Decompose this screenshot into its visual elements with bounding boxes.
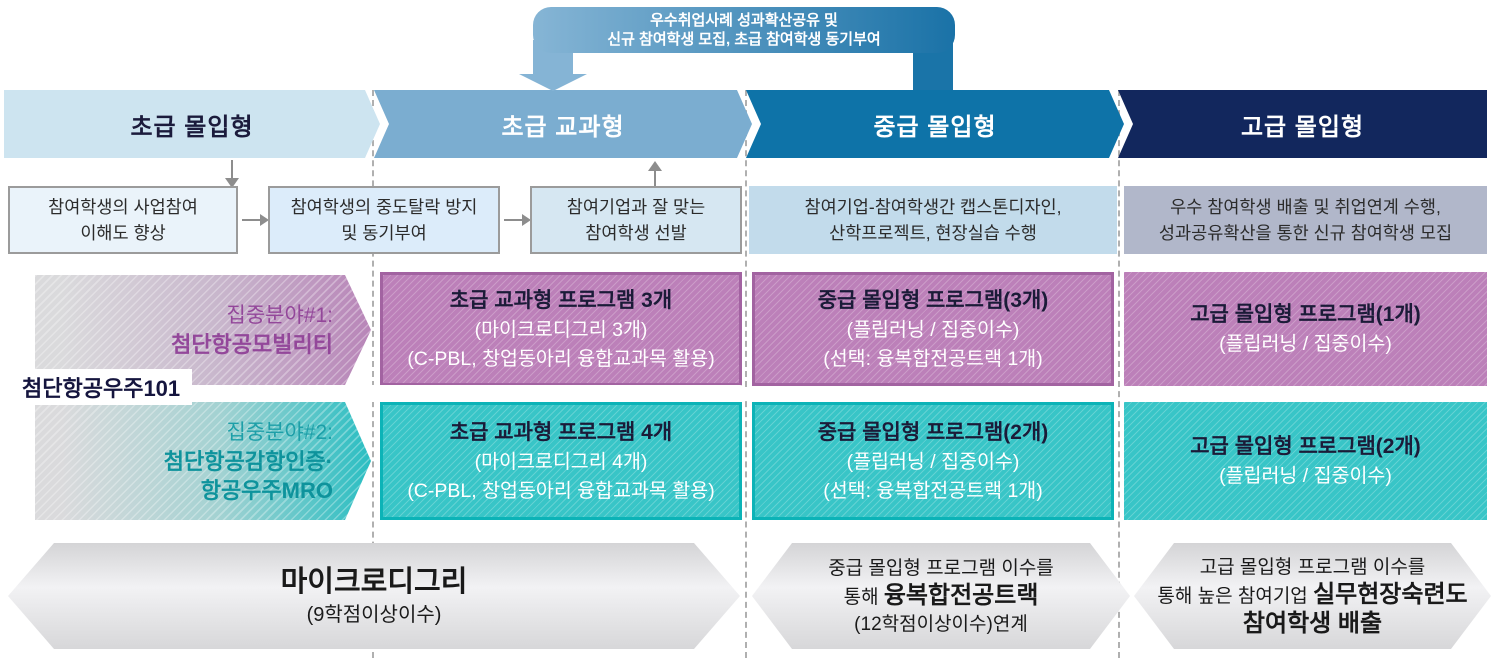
program-family-label: 첨단항공우주101 [22, 369, 193, 405]
process-text: 성과공유확산을 통한 신규 참여학생 모집 [1158, 223, 1453, 243]
outcome-line: 고급 몰입형 프로그램 이수를 [1199, 556, 1426, 578]
process-text: 참여학생의 중도탈락 방지 [290, 197, 478, 217]
process-box-employment: 우수 참여학생 배출 및 취업연계 수행, 성과공유확산을 통한 신규 참여학생… [1124, 186, 1487, 254]
outcome-convergence-track-banner: 중급 몰입형 프로그램 이수를 통해 융복합전공트랙 (12학점이상이수)연계 [752, 543, 1130, 649]
column-divider-1 [372, 90, 374, 658]
process-box-dropout-prevention: 참여학생의 중도탈락 방지 및 동기부여 [268, 186, 500, 254]
focus-field-label: 집중분야#1: [226, 304, 333, 327]
outcome-line: 중급 몰입형 프로그램 이수를 [828, 557, 1054, 579]
down-arrow-icon [225, 178, 239, 188]
column-divider-3 [1118, 90, 1120, 658]
process-text: 참여학생 선발 [585, 223, 687, 243]
loop-arrow-down-icon [519, 74, 587, 91]
focus-field-name: 첨단항공모빌리티 [171, 332, 333, 357]
up-arrow-icon [648, 161, 662, 171]
outcome-field-proficiency-banner: 고급 몰입형 프로그램 이수를 통해 높은 참여기업 실무현장숙련도 참여학생 … [1134, 543, 1491, 649]
right-arrow-icon [522, 214, 531, 226]
header-label: 초급 교과형 [501, 113, 625, 141]
program-title: 고급 몰입형 프로그램(1개) [1190, 303, 1421, 326]
outcome-microdegree-banner: 마이크로디그리 (9학점이상이수) [8, 543, 740, 649]
right-arrow-line [504, 219, 526, 221]
process-box-understanding: 참여학생의 사업참여 이해도 향상 [8, 186, 238, 254]
program-box-intermediate-track2: 중급 몰입형 프로그램(2개) (플립러닝 / 집중이수) (선택: 융복합전공… [752, 402, 1114, 520]
outcome-line: 참여학생 배출 [1242, 609, 1383, 637]
program-detail: (마이크로디그리 3개) [474, 318, 648, 341]
feedback-loop-banner: 우수취업사례 성과확산공유 및 신규 참여학생 모집, 초급 참여학생 동기부여 [533, 7, 955, 53]
focus-field-name: 첨단항공감항인증· [163, 448, 333, 474]
focus-field-1-banner: 집중분야#1: 첨단항공모빌리티 [35, 275, 371, 385]
outcome-line: 통해 융복합전공트랙 [843, 581, 1039, 609]
program-detail: (C-PBL, 창업동아리 융합교과목 활용) [407, 479, 715, 502]
down-arrow-line [231, 160, 233, 178]
process-text: 참여학생의 사업참여 [48, 197, 198, 217]
program-title: 고급 몰입형 프로그램(2개) [1190, 435, 1421, 458]
outcome-line: (12학점이상이수)연계 [854, 613, 1028, 635]
process-text: 및 동기부여 [341, 223, 427, 243]
program-detail: (플립러닝 / 집중이수) [1219, 333, 1392, 355]
right-arrow-line [242, 219, 264, 221]
program-title: 초급 교과형 프로그램 4개 [449, 420, 673, 444]
track-divider-pill [186, 385, 748, 402]
program-detail: (플립러닝 / 집중이수) [1219, 465, 1392, 487]
outcome-title: 마이크로디그리 [280, 566, 468, 598]
program-title: 중급 몰입형 프로그램(2개) [817, 420, 1049, 444]
column-divider-2 [745, 90, 747, 658]
loop-text-line1: 우수취업사례 성과확산공유 및 [650, 12, 838, 29]
process-text: 참여기업-참여학생간 캡스톤디자인, [804, 197, 1062, 217]
program-detail: (선택: 융복합전공트랙 1개) [823, 347, 1043, 370]
process-text: 우수 참여학생 배출 및 취업연계 수행, [1170, 197, 1441, 217]
program-title: 초급 교과형 프로그램 3개 [449, 288, 673, 312]
program-detail: (선택: 융복합전공트랙 1개) [823, 479, 1043, 502]
focus-field-2-banner: 집중분야#2: 첨단항공감항인증· 항공우주MRO [35, 402, 371, 520]
program-box-advanced-track2: 고급 몰입형 프로그램(2개) (플립러닝 / 집중이수) [1124, 402, 1487, 520]
loop-text-line2: 신규 참여학생 모집, 초급 참여학생 동기부여 [607, 31, 881, 48]
process-text: 산학프로젝트, 현장실습 수행 [829, 223, 1037, 243]
process-box-student-selection: 참여기업과 잘 맞는 참여학생 선발 [530, 186, 742, 254]
outcome-subtitle: (9학점이상이수) [306, 604, 442, 626]
process-text: 참여기업과 잘 맞는 [566, 197, 706, 217]
program-box-beginner-track2: 초급 교과형 프로그램 4개 (마이크로디그리 4개) (C-PBL, 창업동아… [380, 402, 742, 520]
header-label: 고급 몰입형 [1240, 113, 1365, 141]
program-box-beginner-track1: 초급 교과형 프로그램 3개 (마이크로디그리 3개) (C-PBL, 창업동아… [380, 272, 742, 386]
program-detail: (플립러닝 / 집중이수) [846, 450, 1020, 473]
program-detail: (플립러닝 / 집중이수) [846, 318, 1020, 341]
program-box-intermediate-track1: 중급 몰입형 프로그램(3개) (플립러닝 / 집중이수) (선택: 융복합전공… [752, 272, 1114, 386]
focus-field-name: 항공우주MRO [200, 477, 333, 503]
process-text: 이해도 향상 [80, 223, 166, 243]
header-label: 중급 몰입형 [873, 113, 997, 141]
header-label: 초급 몰입형 [130, 113, 254, 141]
outcome-line: 통해 높은 참여기업 실무현장숙련도 [1157, 580, 1468, 608]
right-arrow-icon [260, 214, 269, 226]
program-title: 중급 몰입형 프로그램(3개) [817, 288, 1049, 312]
focus-field-label: 집중분야#2: [226, 420, 333, 444]
header-beginner-immersive: 초급 몰입형 [4, 90, 380, 158]
header-beginner-curricular: 초급 교과형 [374, 90, 752, 158]
process-box-capstone: 참여기업-참여학생간 캡스톤디자인, 산학프로젝트, 현장실습 수행 [749, 186, 1117, 254]
program-detail: (마이크로디그리 4개) [474, 450, 648, 473]
program-detail: (C-PBL, 창업동아리 융합교과목 활용) [407, 347, 715, 370]
header-advanced-immersive: 고급 몰입형 [1118, 90, 1487, 158]
header-intermediate-immersive: 중급 몰입형 [746, 90, 1124, 158]
up-arrow-line [654, 170, 656, 186]
program-box-advanced-track1: 고급 몰입형 프로그램(1개) (플립러닝 / 집중이수) [1124, 272, 1487, 386]
